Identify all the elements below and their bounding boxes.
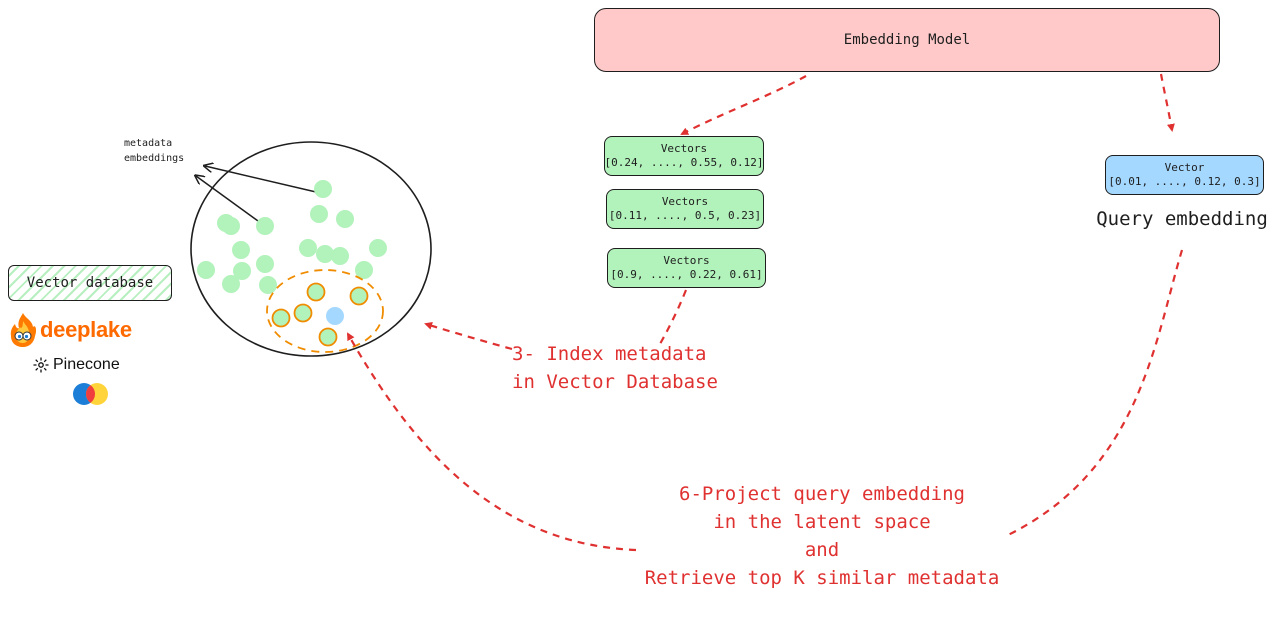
model-to-query-arrow bbox=[1159, 73, 1175, 132]
index-to-database-arrow bbox=[424, 321, 513, 351]
vector-box: Vectors [0.11, ...., 0.5, 0.23] bbox=[606, 189, 764, 229]
top-k-dots bbox=[271, 282, 369, 347]
vector-box-title: Vectors bbox=[660, 142, 708, 155]
annotation-line: in the latent space bbox=[713, 511, 931, 533]
embedding-dot bbox=[355, 261, 373, 279]
vector-database-label: Vector database bbox=[26, 275, 154, 291]
embedding-dot bbox=[256, 255, 274, 273]
top-k-dot bbox=[271, 308, 291, 328]
query-point bbox=[326, 307, 344, 325]
pinecone-logo: Pinecone bbox=[32, 356, 120, 374]
top-k-dot bbox=[306, 282, 326, 302]
metadata-arrow-1 bbox=[205, 166, 317, 193]
top-k-dot bbox=[293, 303, 313, 323]
query-vector-values: [0.01, ...., 0.12, 0.3] bbox=[1108, 175, 1261, 188]
top-k-dot bbox=[318, 327, 338, 347]
annotation-line: in Vector Database bbox=[512, 371, 718, 393]
vector-box: Vectors [0.24, ...., 0.55, 0.12] bbox=[604, 136, 764, 176]
deeplake-mascot-icon bbox=[10, 313, 37, 347]
vector-box-values: [0.9, ...., 0.22, 0.61] bbox=[610, 268, 763, 281]
pinecone-icon bbox=[33, 357, 49, 373]
embedding-dot bbox=[259, 276, 277, 294]
query-vector-box: Vector [0.01, ...., 0.12, 0.3] bbox=[1105, 155, 1264, 195]
embedding-dot bbox=[314, 180, 332, 198]
top-k-dot bbox=[349, 286, 369, 306]
deeplake-wordmark: deeplake bbox=[40, 317, 132, 342]
vector-box-title: Vectors bbox=[661, 195, 709, 208]
embedding-dot bbox=[233, 262, 251, 280]
embedding-dot bbox=[316, 245, 334, 263]
top-k-neighbourhood bbox=[266, 269, 384, 353]
query-vector-title: Vector bbox=[1164, 161, 1205, 174]
metadata-label-line: embeddings bbox=[124, 153, 185, 164]
query-to-project-arrow bbox=[1007, 249, 1184, 536]
embedding-dot bbox=[310, 205, 328, 223]
annotation-line: 6-Project query embedding bbox=[679, 483, 965, 505]
embedding-dot bbox=[222, 275, 240, 293]
metadata-label-line: metadata bbox=[124, 138, 173, 149]
latent-space-circle bbox=[190, 141, 432, 357]
embedding-model-label: Embedding Model bbox=[843, 32, 971, 48]
blue-red-yellow-circles-logo bbox=[72, 382, 110, 410]
model-to-vectors-arrow bbox=[680, 75, 807, 135]
embedding-dot bbox=[336, 210, 354, 228]
embedding-model-box: Embedding Model bbox=[594, 8, 1220, 72]
embedding-dot bbox=[256, 217, 274, 235]
vectors-to-index-arrow bbox=[659, 289, 688, 345]
embedding-dot bbox=[232, 241, 250, 259]
index-metadata-annotation: 3- Index metadata in Vector Database bbox=[512, 340, 718, 396]
vector-box-values: [0.24, ...., 0.55, 0.12] bbox=[604, 156, 764, 169]
overlapping-circles-icon bbox=[73, 383, 108, 405]
embedding-dot bbox=[299, 239, 317, 257]
annotation-line: 3- Index metadata bbox=[512, 343, 707, 365]
embedding-dot bbox=[369, 239, 387, 257]
embedding-dot bbox=[197, 261, 215, 279]
project-query-annotation: 6-Project query embedding in the latent … bbox=[612, 480, 1032, 592]
vector-box-title: Vectors bbox=[663, 254, 710, 267]
vector-database-box: Vector database bbox=[8, 265, 172, 301]
query-embedding-label: Query embedding bbox=[1096, 208, 1268, 230]
embedding-dot bbox=[217, 214, 235, 232]
embedding-dot bbox=[222, 217, 240, 235]
annotation-line: and bbox=[804, 539, 840, 561]
embedding-dots bbox=[197, 180, 387, 294]
annotation-line: Retrieve top K similar metadata bbox=[644, 567, 1000, 589]
pinecone-wordmark: Pinecone bbox=[53, 356, 120, 373]
vector-box-values: [0.11, ...., 0.5, 0.23] bbox=[608, 209, 762, 222]
metadata-embeddings-label: metadata embeddings bbox=[124, 136, 184, 166]
metadata-arrow-2 bbox=[196, 176, 259, 222]
embedding-dot bbox=[331, 247, 349, 265]
vector-box: Vectors [0.9, ...., 0.22, 0.61] bbox=[607, 248, 766, 288]
deeplake-logo: deeplake bbox=[8, 312, 132, 348]
